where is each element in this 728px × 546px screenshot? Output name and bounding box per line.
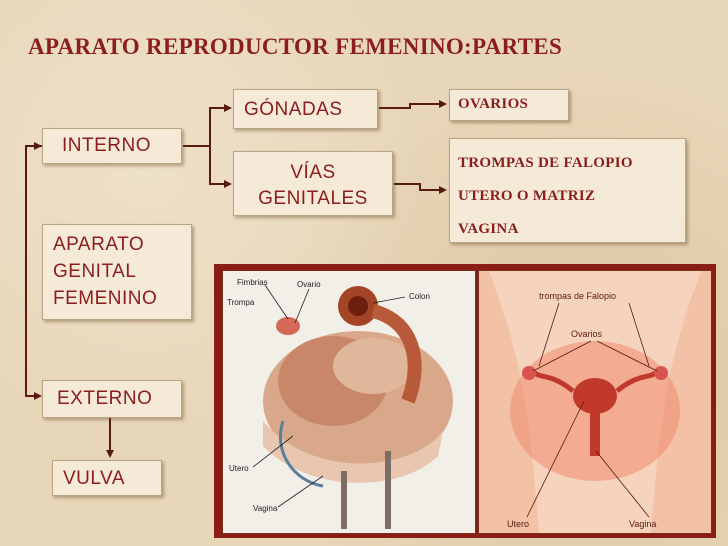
node-trompas-label: TROMPAS DE FALOPIO — [458, 155, 633, 171]
node-vulva: VULVA — [52, 460, 162, 496]
label-utero-left: Utero — [229, 464, 249, 473]
node-interno: INTERNO — [42, 128, 182, 164]
label-vagina-right: Vagina — [629, 519, 656, 529]
label-ovario: Ovario — [297, 280, 321, 289]
label-vagina-left: Vagina — [253, 504, 278, 513]
node-vias-line-1: VÍAS — [290, 162, 336, 183]
node-vias-line-2: GENITALES — [258, 188, 368, 209]
label-trompa: Trompa — [227, 298, 255, 307]
node-aparato-line-1: APARATO — [53, 234, 145, 255]
node-vulva-label: VULVA — [63, 468, 125, 489]
node-externo-label: EXTERNO — [57, 388, 153, 409]
label-utero-right: Utero — [507, 519, 529, 529]
label-colon: Colon — [409, 292, 430, 301]
node-aparato-genital-femenino: APARATO GENITAL FEMENINO — [42, 224, 192, 320]
body-diagram-illustration: trompas de Falopio Ovarios Utero Vagina — [489, 271, 701, 533]
node-utero-label: UTERO O MATRIZ — [458, 188, 596, 204]
connector-to-vias-parts — [394, 183, 447, 194]
body-diagram-image: trompas de Falopio Ovarios Utero Vagina — [478, 270, 712, 534]
connector-to-ovarios — [379, 100, 447, 109]
node-vias-parts: TROMPAS DE FALOPIO UTERO O MATRIZ VAGINA — [449, 138, 686, 243]
node-gonadas: GÓNADAS — [233, 89, 378, 129]
node-vagina-label: VAGINA — [458, 221, 519, 237]
node-ovarios: OVARIOS — [449, 89, 569, 121]
page-title: APARATO REPRODUCTOR FEMENINO:PARTES — [28, 34, 563, 59]
connector-to-gonadas — [209, 104, 232, 146]
node-externo: EXTERNO — [42, 380, 182, 418]
node-aparato-line-3: FEMENINO — [53, 288, 158, 309]
node-gonadas-label: GÓNADAS — [244, 99, 343, 120]
connector-to-vias — [209, 146, 232, 188]
label-fimbrias: Fimbrias — [237, 278, 268, 287]
node-vias-genitales: VÍAS GENITALES — [233, 151, 393, 216]
node-aparato-line-2: GENITAL — [53, 261, 137, 282]
anatomical-model-illustration: Fimbrias Ovario Trompa Colon Utero Vagin… — [227, 278, 453, 529]
anatomical-model-image: Fimbrias Ovario Trompa Colon Utero Vagin… — [222, 270, 476, 534]
label-trompas: trompas de Falopio — [539, 291, 616, 301]
label-ovarios: Ovarios — [571, 329, 603, 339]
node-interno-label: INTERNO — [62, 135, 151, 156]
node-ovarios-label: OVARIOS — [458, 96, 529, 112]
